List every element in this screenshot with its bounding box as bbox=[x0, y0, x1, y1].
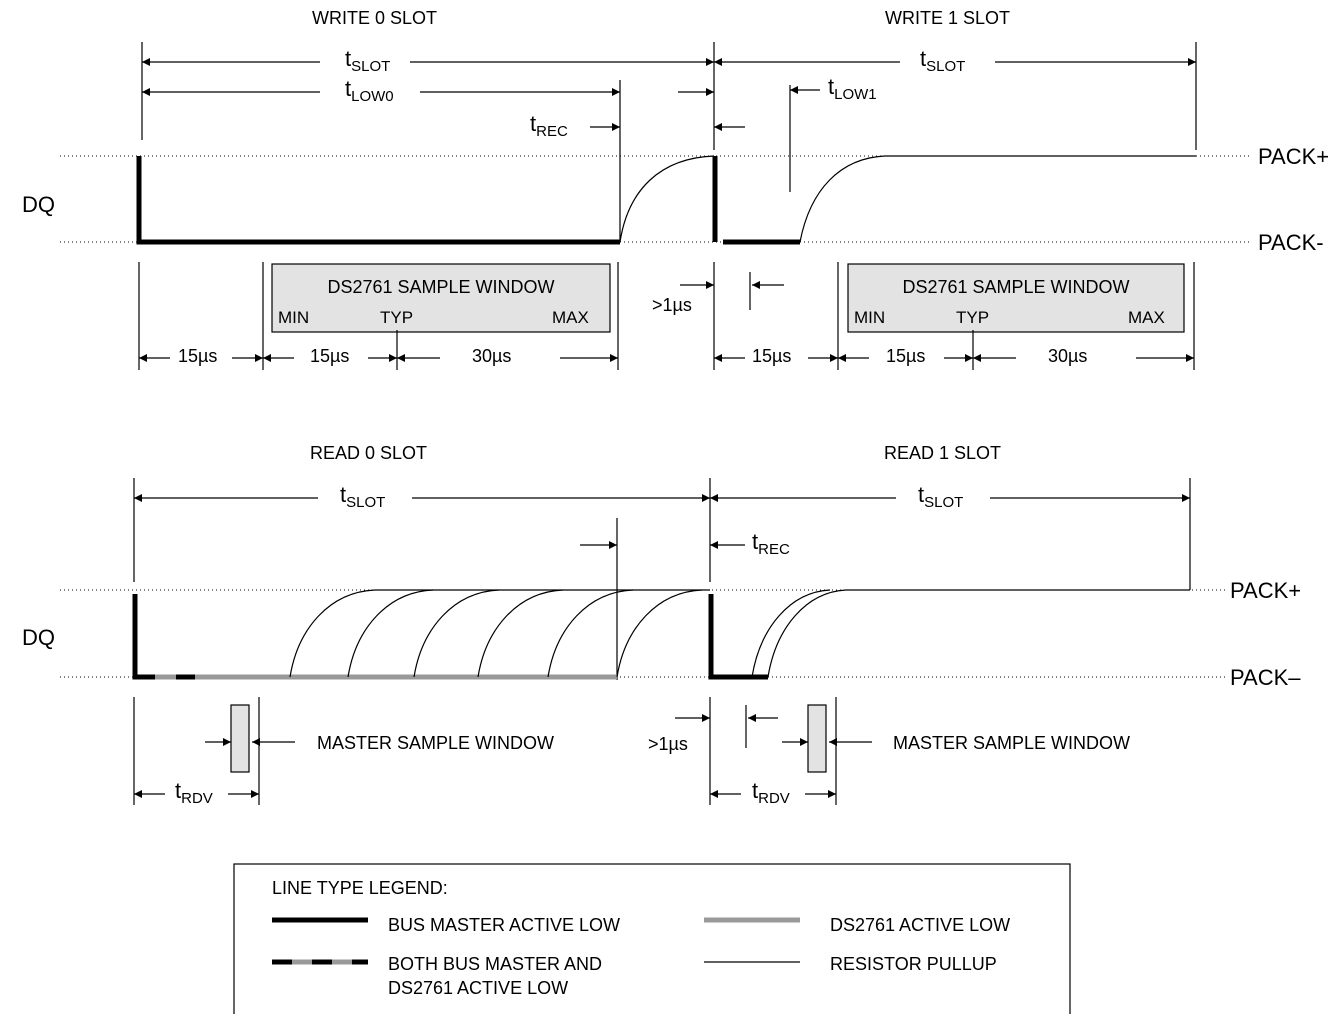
legend-bus-master-label: BUS MASTER ACTIVE LOW bbox=[388, 915, 620, 935]
legend-both-label-1: BOTH BUS MASTER AND bbox=[388, 954, 602, 974]
write0-typ: TYP bbox=[380, 308, 413, 327]
read1-pullup-1 bbox=[751, 589, 831, 678]
tslot-w0-label: tSLOT bbox=[345, 46, 390, 75]
tslot-r1-label: tSLOT bbox=[918, 482, 963, 511]
write0-sample-title: DS2761 SAMPLE WINDOW bbox=[327, 277, 554, 297]
read0-pullup-6 bbox=[616, 589, 703, 678]
read-pack-plus-label: PACK+ bbox=[1230, 578, 1301, 603]
write-pack-plus-label: PACK+ bbox=[1258, 144, 1329, 169]
read0-pullup-4 bbox=[477, 589, 564, 678]
read0-pullup-1 bbox=[289, 589, 376, 678]
read1-pullup-2 bbox=[767, 589, 1190, 678]
w-m4-label: 15µs bbox=[752, 346, 791, 366]
legend-box bbox=[233, 863, 1071, 1014]
write1-max: MAX bbox=[1128, 308, 1165, 327]
legend-title: LINE TYPE LEGEND: bbox=[272, 878, 448, 898]
write-dq-label: DQ bbox=[22, 192, 55, 217]
write-1-title: WRITE 1 SLOT bbox=[885, 8, 1010, 28]
write0-max: MAX bbox=[552, 308, 589, 327]
legend-ds-active-label: DS2761 ACTIVE LOW bbox=[830, 915, 1010, 935]
write1-typ: TYP bbox=[956, 308, 989, 327]
read-1-title: READ 1 SLOT bbox=[884, 443, 1001, 463]
w-m6-label: 30µs bbox=[1048, 346, 1087, 366]
write1-pullup bbox=[799, 155, 1196, 243]
trec-w-label: tREC bbox=[530, 111, 568, 140]
write0-min: MIN bbox=[278, 308, 309, 327]
trec-r-label: tREC bbox=[752, 529, 790, 558]
write-gt1us-label: >1µs bbox=[652, 295, 692, 315]
read0-master-window-label: MASTER SAMPLE WINDOW bbox=[317, 733, 554, 753]
w-m1-label: 15µs bbox=[178, 346, 217, 366]
read-gt1us-label: >1µs bbox=[648, 734, 688, 754]
legend-both-label-2: DS2761 ACTIVE LOW bbox=[388, 978, 568, 998]
read1-master-window bbox=[807, 704, 827, 773]
legend-pullup-label: RESISTOR PULLUP bbox=[830, 954, 997, 974]
read-dq-label: DQ bbox=[22, 625, 55, 650]
write1-sample-window bbox=[847, 263, 1185, 333]
read-pack-minus-label: PACK– bbox=[1230, 665, 1301, 690]
write1-sample-title: DS2761 SAMPLE WINDOW bbox=[902, 277, 1129, 297]
write1-min: MIN bbox=[854, 308, 885, 327]
read0-pullup-3 bbox=[413, 589, 500, 678]
w-m3-label: 30µs bbox=[472, 346, 511, 366]
write0-pullup bbox=[619, 155, 715, 243]
tslot-w1-label: tSLOT bbox=[920, 46, 965, 75]
read0-pullup-5 bbox=[547, 589, 634, 678]
read0-master-window bbox=[230, 704, 250, 773]
write0-sample-window bbox=[271, 263, 611, 333]
read0-pullup-2 bbox=[347, 589, 434, 678]
write-0-title: WRITE 0 SLOT bbox=[312, 8, 437, 28]
w-m5-label: 15µs bbox=[886, 346, 925, 366]
read1-master-low bbox=[708, 594, 768, 680]
tlow0-label: tLOW0 bbox=[345, 76, 394, 105]
read-0-title: READ 0 SLOT bbox=[310, 443, 427, 463]
write-pack-minus-label: PACK- bbox=[1258, 230, 1324, 255]
w-m2-label: 15µs bbox=[310, 346, 349, 366]
tlow1-label: tLOW1 bbox=[828, 74, 877, 103]
trdv-r1-label: tRDV bbox=[752, 778, 790, 807]
read0-master-low bbox=[132, 594, 155, 680]
trdv-r0-label: tRDV bbox=[175, 778, 213, 807]
read1-master-window-label: MASTER SAMPLE WINDOW bbox=[893, 733, 1130, 753]
tslot-r0-label: tSLOT bbox=[340, 482, 385, 511]
write0-master-low bbox=[136, 156, 620, 245]
